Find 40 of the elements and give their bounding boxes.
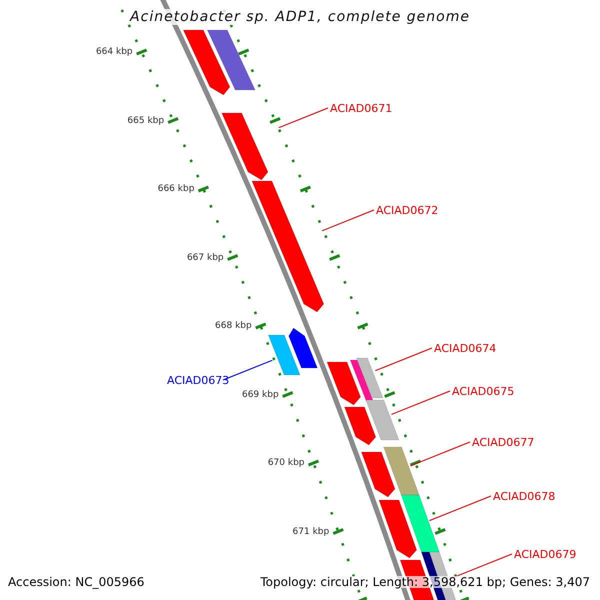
leader-line [428,496,492,522]
title: Acinetobacter sp. ADP1, complete genome [128,10,471,24]
gene-label: ACIAD0675 [452,386,514,397]
scale-label: 664 kbp [96,48,133,57]
leader-line [222,360,273,380]
gene-feature [344,406,376,446]
gene-label: ACIAD0671 [330,103,392,114]
leader-line [374,348,432,372]
scale-label: 665 kbp [127,116,164,126]
footer-text: Accession: NC_005966 [8,576,144,588]
gene-feature [207,30,256,90]
gene-label: ACIAD0677 [472,437,534,448]
gene-feature [326,362,361,406]
leader-line [410,442,470,466]
scale-label: 670 kbp [268,459,305,468]
gene-feature [268,334,300,376]
gene-feature [400,494,440,552]
gene-feature [221,112,268,180]
leader-line [322,210,374,232]
gene-feature [383,446,420,496]
scale-label: 669 kbp [242,390,279,400]
leader-line [278,108,328,128]
scale-label: 671 kbp [292,528,330,536]
gene-feature [366,400,400,440]
gene-feature [361,452,396,498]
gene-feature [288,328,318,368]
gene-feature [378,500,417,558]
scale-label: 667 kbp [186,254,224,262]
scale-label: 666 kbp [158,185,194,194]
gene-label: ACIAD0678 [493,491,556,502]
gene-label: ACIAD0672 [376,205,438,216]
scale-label: 668 kbp [215,322,252,331]
gene-label: ACIAD0679 [514,549,576,560]
gene-feature [252,180,324,312]
gene-feature [183,30,230,96]
gene-feature [356,358,384,398]
footer-text: Topology: circular; Length: 3,598,621 bp; Genes: 3,407 [260,576,590,588]
gene-label: ACIAD0673 [167,375,230,386]
leader-line [390,390,450,415]
gene-label: ACIAD0674 [434,343,496,354]
